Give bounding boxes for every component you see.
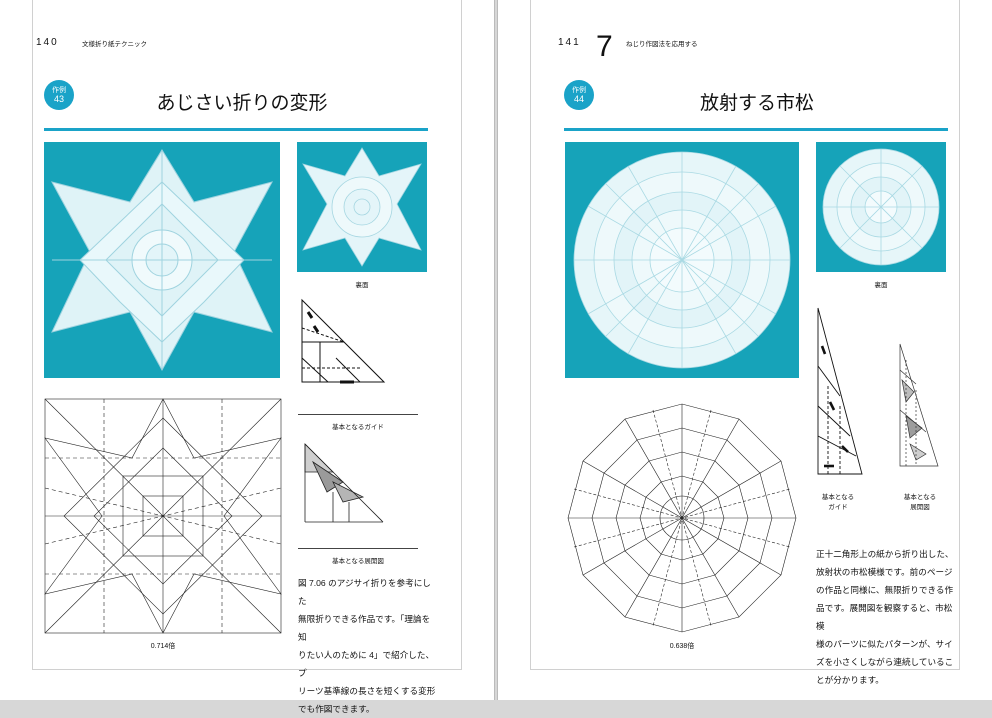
guide-caption-line: 基本となる <box>821 494 855 501</box>
title-rule <box>564 128 948 131</box>
chapter-number: 7 <box>596 30 613 63</box>
body-line: 放射状の市松模様です。前のページ <box>816 567 953 577</box>
back-caption: 裏面 <box>355 282 369 289</box>
base-crease-pattern <box>899 343 939 467</box>
page-number: 140 <box>36 37 59 48</box>
page-frame <box>32 0 462 670</box>
badge-number: 43 <box>53 94 64 104</box>
body-line: の作品と同様に、無限折りできる作 <box>816 585 954 595</box>
cp-caption: 基本となる展開図 <box>332 558 384 565</box>
title-rule <box>44 128 428 131</box>
left-page: 140 文様折り紙テクニック 作例 43 あじさい折りの変形 <box>0 0 495 714</box>
body-line: 無限折りできる作品です。「理論を知 <box>298 614 431 642</box>
guide-diagram <box>301 298 386 384</box>
back-caption: 裏面 <box>874 282 888 289</box>
badge-label: 作例 <box>52 87 66 94</box>
body-line: リーツ基準線の長さを短くする変形 <box>298 686 436 696</box>
hydrangea-model-image <box>51 149 273 372</box>
example-badge: 作例 43 <box>44 80 74 110</box>
front-photo <box>44 142 280 378</box>
guide-diagram <box>817 307 863 475</box>
guide-caption: 基本となるガイド <box>332 424 384 431</box>
body-line: 品です。展開図を観察すると、市松模 <box>816 603 953 631</box>
example-badge: 作例 44 <box>564 80 594 110</box>
back-photo <box>297 142 427 272</box>
cp-caption-line: 展開図 <box>910 504 930 511</box>
badge-label: 作例 <box>572 87 586 94</box>
guide-caption-line: ガイド <box>828 504 848 511</box>
cp-caption-line: 基本となる <box>903 494 937 501</box>
body-line: 正十二角形上の紙から折り出した、 <box>816 549 954 559</box>
running-head: 文様折り紙テクニック <box>82 41 147 48</box>
body-line: 様のパーツに似たパターンが、サイ <box>816 639 953 649</box>
body-line: とが分かります。 <box>816 675 884 685</box>
body-line: りたい人のために 4」で紹介した、プ <box>298 650 435 678</box>
running-head: ねじり作図法を応用する <box>626 41 698 48</box>
crease-pattern <box>567 403 797 633</box>
cp-caption: 基本となる 展開図 <box>892 493 948 513</box>
hydrangea-back-image <box>302 147 422 267</box>
body-line: ズを小さくしながら連続しているこ <box>816 657 954 667</box>
back-photo <box>816 142 946 272</box>
front-photo <box>565 142 799 378</box>
guide-caption: 基本となる ガイド <box>810 493 866 513</box>
crease-pattern <box>44 398 282 634</box>
body-line: 図 7.06 のアジサイ折りを参考にした <box>298 578 431 606</box>
scale-ratio: 0.714倍 <box>150 643 176 650</box>
body-text: 図 7.06 のアジサイ折りを参考にした 無限折りできる作品です。「理論を知 り… <box>298 574 438 718</box>
radial-checker-back-image <box>822 148 940 266</box>
page-frame <box>530 0 960 670</box>
base-crease-pattern <box>304 443 384 523</box>
page-title: あじさい折りの変形 <box>156 93 328 114</box>
cp-underline <box>298 548 418 549</box>
scale-ratio: 0.638倍 <box>669 643 695 650</box>
body-line: でも作図できます。 <box>298 704 375 714</box>
guide-underline <box>298 414 418 415</box>
page-number: 141 <box>558 37 581 48</box>
radial-checker-model-image <box>573 151 791 369</box>
body-text: 正十二角形上の紙から折り出した、 放射状の市松模様です。前のページ の作品と同様… <box>816 545 956 689</box>
page-title: 放射する市松 <box>699 93 814 114</box>
badge-number: 44 <box>573 94 584 104</box>
right-page: 141 7 ねじり作図法を応用する 作例 44 放射する市松 <box>497 0 992 700</box>
